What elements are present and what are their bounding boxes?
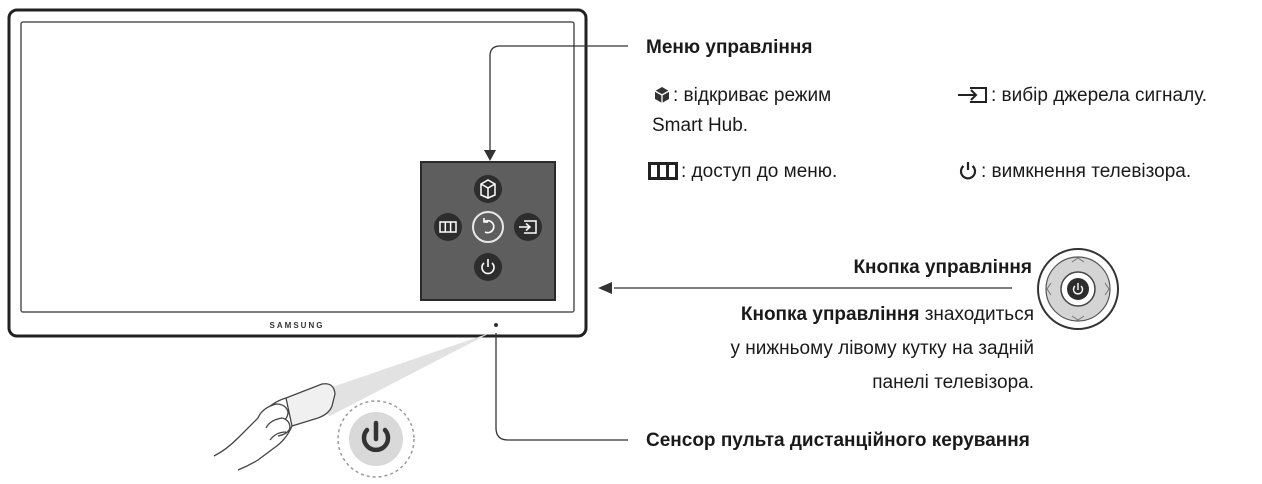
control-button-desc-bold: Кнопка управління (740, 304, 920, 325)
remote-sensor-leader (495, 333, 628, 441)
source-legend-icon (958, 87, 987, 103)
control-menu-arrow-head (484, 150, 496, 161)
control-button-description-line3: панелі телевізора. (872, 372, 1034, 393)
control-button-arrow-head (598, 282, 612, 294)
control-button-title: Кнопка управління (853, 257, 1032, 278)
big-power-icon (361, 420, 391, 453)
return-icon (483, 218, 495, 234)
control-menu-title: Меню управління (646, 37, 813, 58)
power-description: : вимкнення телевізора. (958, 160, 1191, 184)
control-button-illustration (1037, 248, 1119, 330)
joystick-power-icon (1072, 283, 1084, 295)
remote-sensor-title: Сенсор пульта дистанційного керування (646, 430, 1030, 451)
smart-hub-legend-icon (654, 87, 670, 103)
source-icon (519, 220, 537, 234)
remote-power-illustration (337, 400, 415, 478)
menu-button[interactable] (434, 213, 462, 241)
power-button[interactable] (474, 253, 502, 281)
source-button[interactable] (514, 213, 542, 241)
remote-sensor (494, 323, 498, 327)
menu-icon (439, 221, 457, 233)
power-legend-icon (959, 162, 977, 180)
control-button-description-line2: у нижньому лівому кутку на задній (730, 338, 1034, 359)
menu-legend-icon (648, 162, 678, 180)
smart-hub-icon (480, 179, 496, 199)
control-button-description-line1: Кнопка управління знаходиться (741, 303, 1034, 327)
smart-hub-description: : відкриває режим (654, 84, 831, 108)
smart-hub-description-line2: Smart Hub. (652, 115, 749, 136)
control-button-desc-rest: знаходиться (919, 304, 1034, 325)
source-description: : вибір джерела сигналу. (956, 84, 1207, 108)
smart-hub-button[interactable] (474, 175, 502, 203)
control-menu-leader (489, 45, 628, 152)
power-icon (481, 259, 495, 275)
hand-with-remote (213, 383, 336, 471)
return-button[interactable] (472, 211, 504, 243)
remote-beam (300, 333, 490, 416)
menu-description: : доступ до меню. (648, 160, 837, 184)
tv-brand: SAMSUNG (270, 321, 325, 330)
